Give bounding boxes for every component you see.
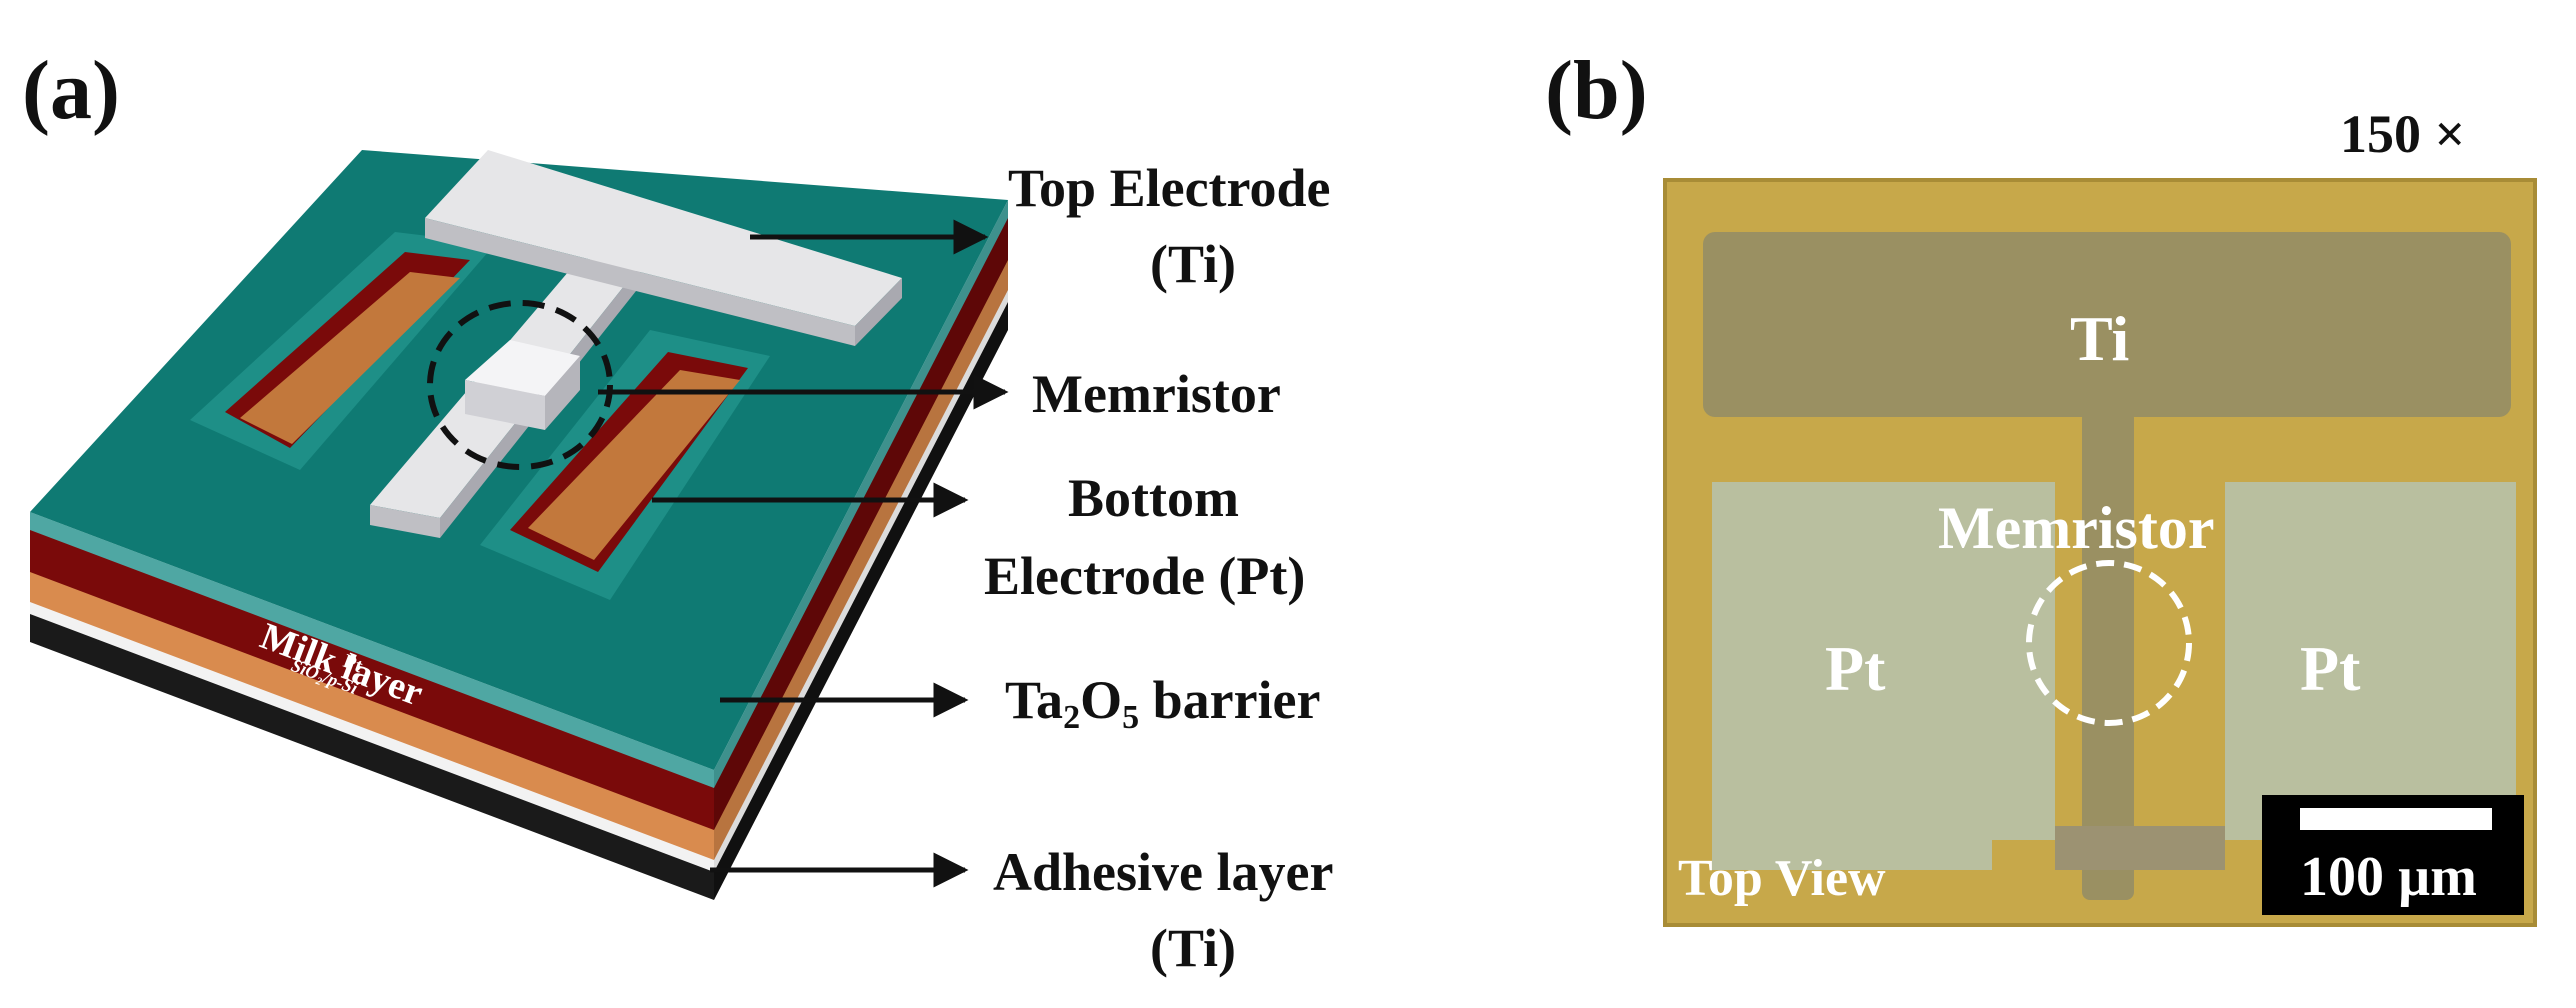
callout-arrows [598, 219, 1009, 888]
scale-bar [2300, 808, 2492, 830]
top-view-label: Top View [1678, 850, 1886, 907]
callout-adhesive: Adhesive layer [993, 842, 1333, 902]
panel-b-label: (b) [1545, 44, 1648, 137]
electrode-bar-front [425, 218, 855, 346]
panel-a-label: (a) [22, 44, 120, 137]
memristor-block-top [465, 340, 580, 396]
milk-layer-right [714, 216, 1008, 830]
callout-top-electrode: Top Electrode [1008, 158, 1331, 218]
left-pt-pad [240, 272, 460, 444]
ti-adhesive-layer-right [714, 288, 1008, 872]
callout-bottom-electrode-2: Electrode (Pt) [984, 546, 1305, 606]
substrate-layer-right [714, 300, 1008, 900]
ta2o5-layer-right [714, 200, 1008, 788]
memristor-label: Memristor [1938, 495, 2215, 561]
left-pad-trench [190, 232, 495, 470]
micrograph-edge [1663, 178, 2537, 927]
memristor-block-front [465, 380, 545, 430]
substrate-layer-front [30, 612, 714, 900]
ti-label: Ti [2070, 303, 2129, 374]
scale-bar-label: 100 µm [2300, 846, 2477, 908]
ta2o5-layer-front [30, 512, 714, 788]
ti-top-bar [1703, 232, 2511, 417]
callout-top-electrode-material: (Ti) [1150, 234, 1236, 294]
pt-right-pad [2225, 482, 2516, 870]
pt-left-label: Pt [1825, 633, 1886, 704]
pt-left-pad [1712, 482, 2055, 870]
panel-b: (b) 150 × Ti Memristor Pt Pt Top View [1545, 44, 2537, 927]
electrode-bar-right [855, 278, 902, 346]
callout-memristor: Memristor [1032, 364, 1281, 424]
milk-layer-front [30, 528, 714, 830]
right-pt-pad [528, 370, 740, 560]
ti-adhesive-layer-front [30, 600, 714, 872]
electrode-bar-top [425, 150, 902, 326]
pt-layer-front [30, 570, 714, 860]
ti-stem [2082, 410, 2134, 900]
micrograph: Ti Memristor Pt Pt Top View 100 µm [1663, 178, 2537, 927]
memristor-highlight-circle [427, 300, 613, 470]
memristor-junction-circle [2026, 560, 2192, 726]
pt-layer-right [714, 258, 1008, 860]
top-electrode [370, 150, 902, 538]
memristor-block-right [545, 356, 580, 430]
callout-adhesive-material: (Ti) [1150, 918, 1236, 978]
callout-bottom-electrode-1: Bottom [1068, 468, 1239, 528]
pt-right-label: Pt [2300, 633, 2361, 704]
electrode-stem-side [370, 505, 440, 538]
callout-barrier: Ta2O5 barrier [1005, 670, 1320, 736]
pt-bottom-strip [2055, 826, 2225, 870]
magnification-label: 150 × [2340, 104, 2465, 164]
right-pad-trench [480, 330, 770, 600]
panel-a: (a) [22, 44, 1333, 978]
